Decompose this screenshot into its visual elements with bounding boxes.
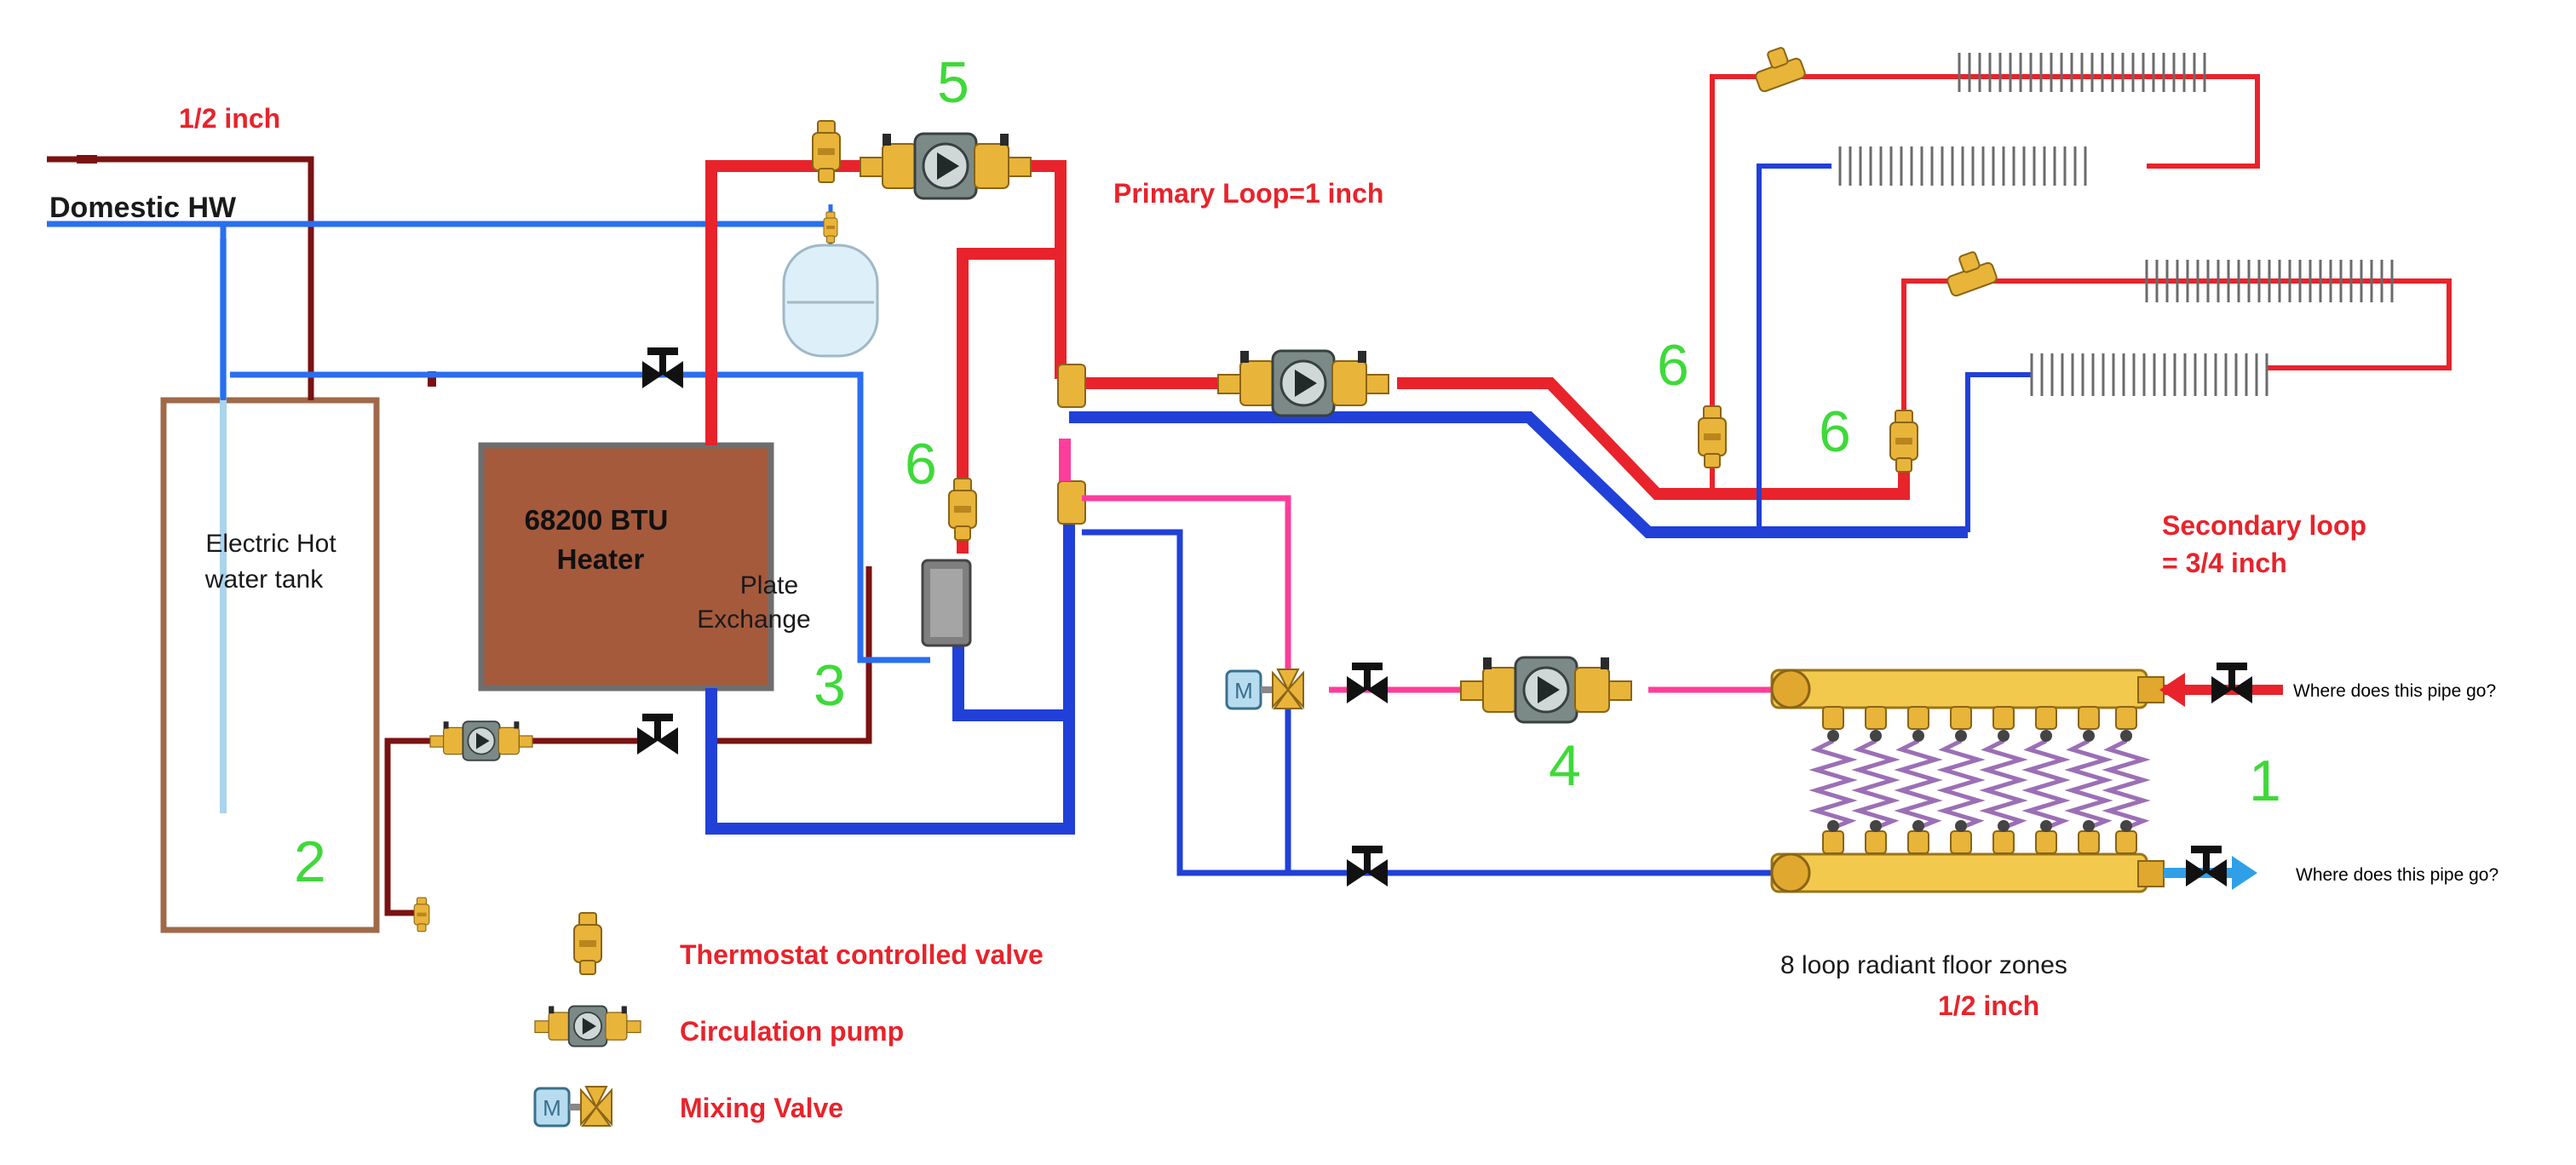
ball-valve-domestic-bottom	[637, 714, 678, 755]
legend-thermostat-valve-label: Thermostat controlled valve	[680, 939, 1044, 970]
ball-valve-manifold-supply	[2211, 663, 2252, 703]
domestic-cold-pipes	[47, 221, 930, 663]
label-primary-loop: Primary Loop=1 inch	[1113, 178, 1383, 209]
label-heater-line2: Heater	[557, 543, 645, 575]
legend-circulation-pump-icon	[534, 1005, 641, 1047]
circulation-pump-domestic	[429, 720, 533, 761]
label-secondary-loop-line1: Secondary loop	[2162, 510, 2366, 541]
circulation-pump-4	[1459, 656, 1633, 724]
tee-upper	[1057, 364, 1086, 408]
check-valve-expansion	[823, 211, 838, 244]
label-radiant-zones: 8 loop radiant floor zones	[1780, 951, 2067, 979]
number-2: 2	[294, 829, 326, 894]
radiator-fins	[1838, 53, 2394, 396]
label-secondary-loop-line2: = 3/4 inch	[2162, 548, 2287, 578]
number-6b: 6	[1657, 333, 1689, 398]
legend-mixing-valve-icon	[533, 1085, 613, 1128]
thermostat-valve-6c	[1889, 410, 1918, 473]
mixing-valve	[1225, 668, 1305, 710]
label-question-supply: Where does this pipe go?	[2293, 681, 2496, 701]
label-plate-line1: Plate	[740, 571, 798, 600]
circulation-pump-5	[859, 132, 1032, 200]
tank-drain-valve	[413, 897, 430, 933]
hot-water-tank	[160, 397, 380, 933]
radiant-return-pipes	[1082, 529, 1772, 876]
circulation-pump-secondary	[1216, 349, 1390, 417]
ball-valve-radiant-supply	[1347, 663, 1388, 703]
radiator-balancing-valve-top	[1755, 47, 1806, 93]
label-question-return: Where does this pipe go?	[2296, 865, 2498, 885]
secondary-cold-pipes	[1757, 164, 2032, 532]
number-4: 4	[1549, 733, 1581, 798]
number-3: 3	[814, 653, 846, 718]
thermostat-valve-top	[812, 120, 841, 183]
number-1: 1	[2249, 749, 2281, 813]
label-plate-line2: Exchange	[697, 605, 810, 634]
label-half-inch-bottom: 1/2 inch	[1938, 990, 2039, 1021]
number-6c: 6	[1819, 399, 1851, 464]
number-6a: 6	[905, 432, 937, 496]
primary-cold-pipes	[705, 411, 1968, 835]
radiator-balancing-valve-bottom	[1946, 251, 1998, 297]
legend-mixing-valve-label: Mixing Valve	[680, 1093, 843, 1123]
legend-thermostat-valve-icon	[573, 912, 602, 975]
tee-lower	[1057, 480, 1086, 525]
ball-valve-manifold-return	[2186, 846, 2227, 887]
heater-box	[478, 442, 774, 692]
ball-valve-domestic-top	[642, 347, 683, 388]
label-half-inch-top: 1/2 inch	[179, 103, 280, 134]
label-heater-line1: 68200 BTU	[525, 504, 669, 536]
label-tank-line2: water tank	[204, 565, 324, 594]
expansion-tank	[782, 204, 879, 358]
secondary-hot-pipes	[1710, 74, 2452, 494]
legend-circulation-pump-label: Circulation pump	[680, 1016, 904, 1047]
label-tank-line1: Electric Hot	[205, 530, 336, 558]
number-5: 5	[937, 50, 969, 115]
thermostat-valve-6b	[1698, 405, 1727, 468]
label-domestic-hw: Domestic HW	[49, 192, 237, 224]
ball-valve-radiant-return	[1347, 846, 1388, 887]
plate-exchanger	[921, 559, 972, 647]
radiant-floor-loops	[1808, 706, 2151, 854]
thermostat-valve-6a	[948, 478, 977, 541]
